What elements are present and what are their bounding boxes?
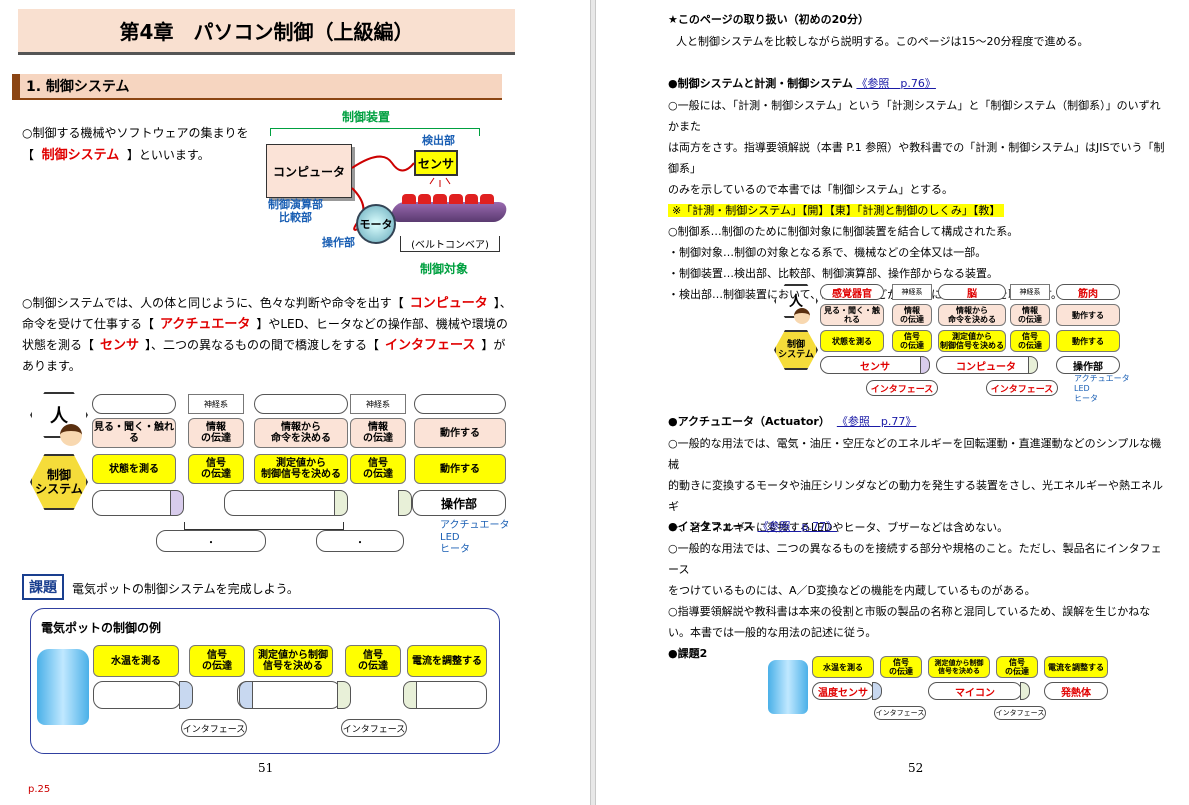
- ref-link-1[interactable]: 《参照 p.76》: [856, 77, 936, 90]
- handling-text: 人と制御システムを比較しながら説明する。このページは15～20分程度で進める。: [676, 35, 1089, 48]
- human-system-figure: 人 神経系 神経系 見る・聞く・触れる 情報 の伝達 情報から 命令を決める 情…: [28, 390, 518, 590]
- handling-heading: ★このページの取り扱い（初めの20分）: [668, 13, 869, 26]
- wire-lines: [351, 155, 451, 231]
- microcontroller: マイコン: [928, 682, 1022, 700]
- intro-text: ○制御する機械やソフトウェアの集まりを 【 制御システム 】といいます。: [22, 126, 249, 163]
- human-step-2: 情報 の伝達: [188, 418, 244, 448]
- blank-interface-1: ・: [156, 530, 266, 552]
- human-step-4: 情報 の伝達: [350, 418, 406, 448]
- pot-example-panel: 電気ポットの制御の例 水温を測る 信号 の伝達 測定値から制御 信号を決める 信…: [30, 608, 500, 754]
- control-device-figure: 制御装置 検出部 コンピュータ センサ 制御演算部 比較部 モータ 操作部 (ベ…: [262, 108, 512, 278]
- controlled-label: 制御対象: [420, 262, 469, 276]
- task-text: 電気ポットの制御システムを完成しよう。: [72, 582, 299, 596]
- operating-part: 操作部: [1056, 356, 1120, 374]
- actuator-heading: ●アクチュエータ（Actuator） 《参照 p.77》: [668, 415, 917, 428]
- pot-interface-1: インタフェース: [181, 719, 247, 737]
- pot-interface-2: インタフェース: [341, 719, 407, 737]
- belt-label: (ベルトコンベア): [400, 236, 500, 252]
- calc-compare-label: 制御演算部 比較部: [268, 198, 323, 224]
- row3-blank-2: [224, 490, 344, 516]
- interface-text: ○一般的な用法では、二つの異なるものを接続する部分や規格のこと。ただし、製品名に…: [668, 542, 1162, 639]
- system-step-1: 状態を測る: [92, 454, 176, 484]
- chapter-title-bar: 第4章 パソコン制御（上級編）: [18, 9, 515, 55]
- brain: 脳: [938, 284, 1006, 300]
- left-page: 第4章 パソコン制御（上級編） 1. 制御システム ○制御する機械やソフトウェア…: [0, 0, 590, 805]
- section-header: 1. 制御システム: [12, 74, 502, 100]
- blank-interface-2: ・: [316, 530, 404, 552]
- pot-example-title: 電気ポットの制御の例: [41, 621, 162, 635]
- pot-step-2: 信号 の伝達: [189, 645, 245, 677]
- nerve-1: 神経系: [188, 394, 244, 414]
- right-human-system-figure: 人 感覚器官 神経系 脳 神経系 筋肉 見る・聞く・触れる 情報 の伝達 情報か…: [774, 282, 1134, 403]
- heater: 発熱体: [1044, 682, 1108, 700]
- bracket: [270, 128, 480, 136]
- right-page: ★このページの取り扱い（初めの20分） 人と制御システムを比較しながら説明する。…: [596, 0, 1189, 805]
- electric-pot-icon: [768, 660, 808, 714]
- pot-step-4: 信号 の伝達: [345, 645, 401, 677]
- system-step-4: 信号 の伝達: [350, 454, 406, 484]
- muscle: 筋肉: [1056, 284, 1120, 300]
- human-step-5: 動作する: [414, 418, 506, 448]
- detector-label: 検出部: [422, 134, 455, 147]
- task2-figure: 水温を測る 信号 の伝達 測定値から制御 信号を決める 信号 の伝達 電流を調整…: [768, 654, 1118, 724]
- ref-link-2[interactable]: 《参照 p.77》: [836, 415, 917, 428]
- ref-link-3[interactable]: 《参照 p.77》: [757, 520, 838, 533]
- sensor-box: センサ: [414, 150, 458, 176]
- system-hex: 制御 システム: [30, 454, 88, 510]
- system-step-5: 動作する: [414, 454, 506, 484]
- computer-box: コンピュータ: [266, 144, 352, 198]
- right-actuator-list: アクチュエータ LED ヒータ: [1074, 374, 1130, 403]
- page-separator: [590, 0, 596, 805]
- pot-step-5: 電流を調整する: [407, 645, 487, 677]
- section-title: 1. 制御システム: [26, 79, 130, 95]
- actuator-list: アクチュエータ LED ヒータ: [440, 520, 510, 555]
- right-interface-2: インタフェース: [986, 380, 1058, 396]
- system-step-2: 信号 の伝達: [188, 454, 244, 484]
- system-heading: ●制御システムと計測・制御システム 《参照 p.76》: [668, 77, 936, 90]
- page-number-right: 52: [908, 761, 924, 775]
- nerve-2: 神経系: [350, 394, 406, 414]
- corner-page-ref: p.25: [28, 784, 51, 795]
- interface-heading: ●インタフェース 《参照 p.77》: [668, 520, 838, 533]
- human-step-3: 情報から 命令を決める: [254, 418, 348, 448]
- child-face-icon: [60, 424, 82, 446]
- operating-box: 操作部: [412, 490, 506, 516]
- sensor-part: センサ: [820, 356, 930, 374]
- system-text: ○一般には、「計測・制御システム」という「計測システム」と「制御システム（制御系…: [668, 99, 1165, 301]
- right-interface-1: インタフェース: [866, 380, 938, 396]
- actuator-text: ○一般的な用法では、電気・油圧・空圧などのエネルギーを回転運動・直進運動などのシ…: [668, 437, 1163, 534]
- control-device-label: 制御装置: [342, 110, 391, 124]
- task2-heading: ●課題2: [668, 647, 708, 660]
- task-badge: 課題: [22, 574, 64, 600]
- highlight-note: ※「計測・制御システム」【開】【東】「計測と制御のしくみ」【教】: [668, 204, 1005, 217]
- box-row: [402, 194, 495, 204]
- temp-sensor: 温度センサ: [812, 682, 874, 700]
- child-face-icon: [794, 308, 810, 324]
- row3-blank-1: [92, 490, 184, 516]
- conveyor-icon: [389, 202, 509, 222]
- sense-organ: 感覚器官: [820, 284, 884, 300]
- electric-pot-icon: [37, 649, 89, 725]
- pot-step-1: 水温を測る: [93, 645, 179, 677]
- system-paragraph: ○制御システムでは、人の体と同じように、色々な判断や命令を出す【コンピュータ】、…: [22, 296, 512, 373]
- pot-step-3: 測定値から制御 信号を決める: [253, 645, 333, 677]
- chapter-title: 第4章 パソコン制御（上級編）: [119, 20, 414, 44]
- system-step-3: 測定値から 制御信号を決める: [254, 454, 348, 484]
- motor-icon: モータ: [356, 204, 396, 244]
- right-system-hex: 制御 システム: [774, 330, 818, 370]
- page-number-left: 51: [258, 761, 274, 775]
- human-step-1: 見る・聞く・触れる: [92, 418, 176, 448]
- computer-part: コンピュータ: [936, 356, 1036, 374]
- operating-label: 操作部: [322, 236, 355, 249]
